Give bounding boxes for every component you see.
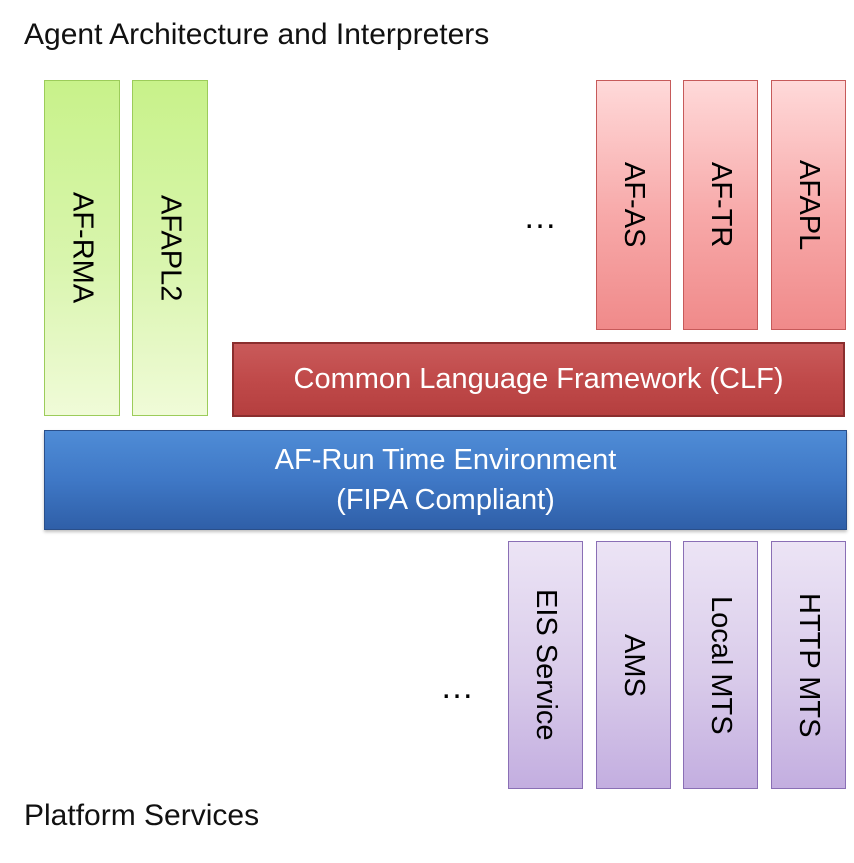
interpreter-box-afapl2: AFAPL2: [132, 80, 208, 416]
interpreter-box-af-rma: AF-RMA: [44, 80, 120, 416]
services-ellipsis: …: [440, 668, 474, 706]
interpreter-label: AF-TR: [705, 162, 737, 248]
interpreters-ellipsis: …: [523, 198, 557, 236]
runtime-label-line1: AF-Run Time Environment: [274, 444, 617, 476]
clf-label: Common Language Framework (CLF): [293, 363, 784, 395]
service-label: EIS Service: [530, 589, 562, 741]
interpreter-box-afapl: AFAPL: [771, 80, 846, 330]
runtime-label-line2: (FIPA Compliant): [336, 484, 555, 516]
service-box-ams: AMS: [596, 541, 671, 789]
agent-architecture-heading: Agent Architecture and Interpreters: [24, 18, 490, 51]
interpreter-label: AF-RMA: [66, 192, 99, 304]
platform-services-heading: Platform Services: [24, 799, 260, 832]
interpreter-label: AFAPL: [793, 159, 825, 251]
service-label: AMS: [618, 633, 650, 697]
service-box-local-mts: Local MTS: [683, 541, 758, 789]
service-label: Local MTS: [705, 595, 737, 735]
runtime-environment-bar: AF-Run Time Environment (FIPA Compliant): [44, 430, 847, 530]
service-label: HTTP MTS: [793, 592, 825, 738]
interpreter-box-af-tr: AF-TR: [683, 80, 758, 330]
service-box-eis-service: EIS Service: [508, 541, 583, 789]
interpreter-label: AFAPL2: [154, 194, 187, 302]
common-language-framework-bar: Common Language Framework (CLF): [232, 342, 845, 417]
interpreter-label: AF-AS: [618, 162, 650, 248]
interpreter-box-af-as: AF-AS: [596, 80, 671, 330]
service-box-http-mts: HTTP MTS: [771, 541, 846, 789]
